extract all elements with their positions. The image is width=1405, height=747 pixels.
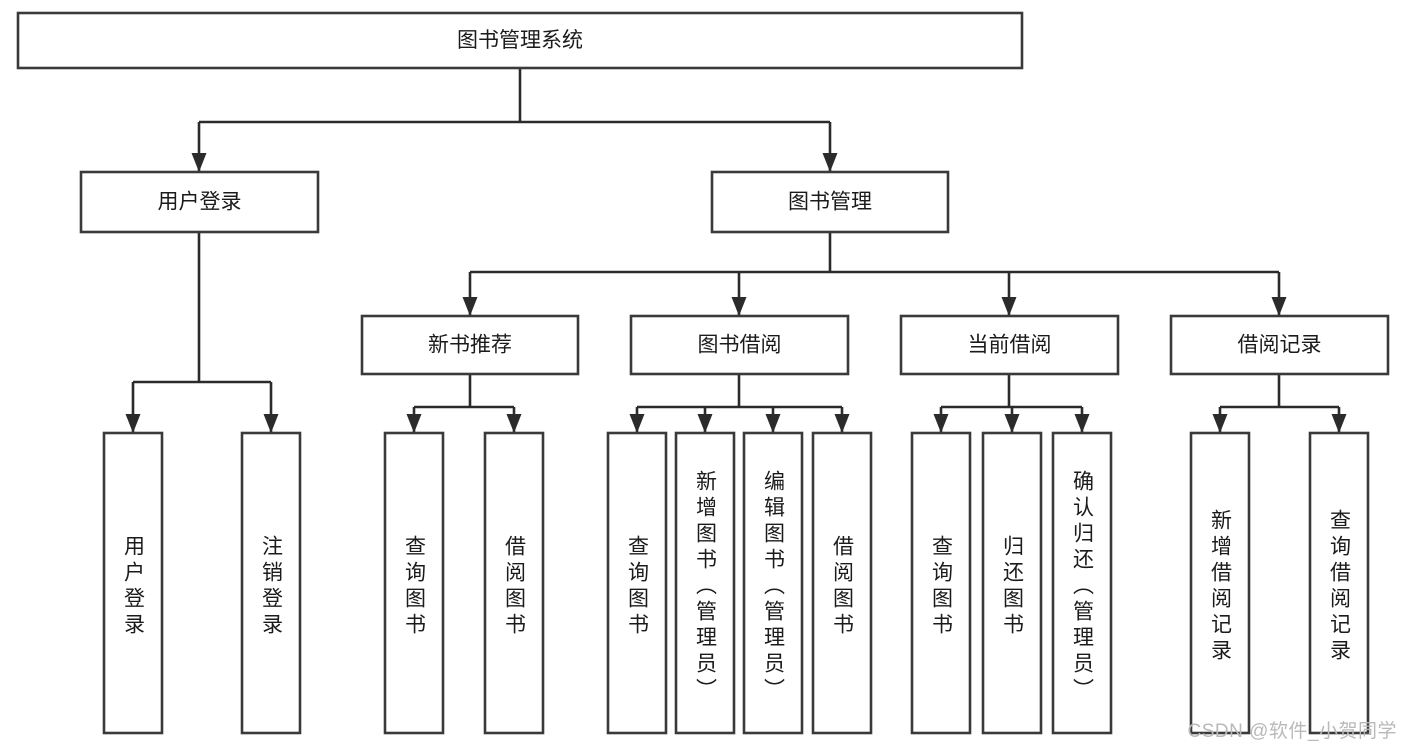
arrow-head-icon <box>1001 297 1017 316</box>
node-box-leaf-query-book-current[interactable] <box>910 431 972 735</box>
node-label-root: 图书管理系统 <box>457 29 583 52</box>
node-box-root[interactable] <box>16 11 1024 70</box>
watermark-credit: CSDN @软件_小贺同学 <box>1187 721 1397 742</box>
node-box-leaf-edit-book-admin[interactable] <box>742 431 804 735</box>
node-box-borrow-record[interactable] <box>1169 314 1390 376</box>
node-label-borrow-record: 借阅记录 <box>1238 334 1322 357</box>
node-box-leaf-query-book-borrow[interactable] <box>606 431 668 735</box>
arrow-head-icon <box>629 414 645 433</box>
arrow-head-icon <box>731 297 747 316</box>
node-box-new-book-recommend[interactable] <box>360 314 580 376</box>
node-box-layer <box>16 11 1390 735</box>
arrow-head-icon <box>765 414 781 433</box>
arrow-head-icon <box>1212 414 1228 433</box>
connector-layer <box>125 68 1347 433</box>
node-box-book-manage[interactable] <box>710 170 950 234</box>
node-box-leaf-add-book-admin[interactable] <box>674 431 736 735</box>
node-box-leaf-query-borrow-record[interactable] <box>1308 431 1370 735</box>
node-box-leaf-user-logout[interactable] <box>240 431 302 735</box>
node-box-leaf-confirm-return-admin[interactable] <box>1051 431 1113 735</box>
node-label-user-login: 用户登录 <box>158 191 242 214</box>
arrow-head-icon <box>834 414 850 433</box>
node-box-user-login[interactable] <box>79 170 320 234</box>
arrow-head-icon <box>125 414 141 433</box>
arrow-head-icon <box>263 414 279 433</box>
node-box-leaf-borrow-book[interactable] <box>811 431 873 735</box>
node-box-leaf-user-login[interactable] <box>102 431 164 735</box>
arrow-head-icon <box>462 297 478 316</box>
node-label-book-borrow: 图书借阅 <box>698 334 782 357</box>
arrow-head-icon <box>697 414 713 433</box>
node-box-leaf-add-borrow-record[interactable] <box>1189 431 1251 735</box>
arrow-head-icon <box>1074 414 1090 433</box>
arrow-head-icon <box>933 414 949 433</box>
arrow-head-icon <box>1271 297 1287 316</box>
node-label-book-manage: 图书管理 <box>788 191 872 214</box>
node-box-leaf-return-book[interactable] <box>981 431 1043 735</box>
node-box-book-borrow[interactable] <box>629 314 850 376</box>
arrow-head-icon <box>1004 414 1020 433</box>
node-box-current-borrow[interactable] <box>899 314 1120 376</box>
node-label-current-borrow: 当前借阅 <box>968 334 1052 357</box>
arrow-head-icon <box>506 414 522 433</box>
node-box-leaf-query-book-rec[interactable] <box>383 431 445 735</box>
node-label-new-book-recommend: 新书推荐 <box>428 334 512 357</box>
arrow-head-icon <box>822 153 838 172</box>
arrow-head-icon <box>1331 414 1347 433</box>
arrow-head-icon <box>406 414 422 433</box>
arrow-head-icon <box>191 153 207 172</box>
node-box-leaf-borrow-book-rec[interactable] <box>483 431 545 735</box>
